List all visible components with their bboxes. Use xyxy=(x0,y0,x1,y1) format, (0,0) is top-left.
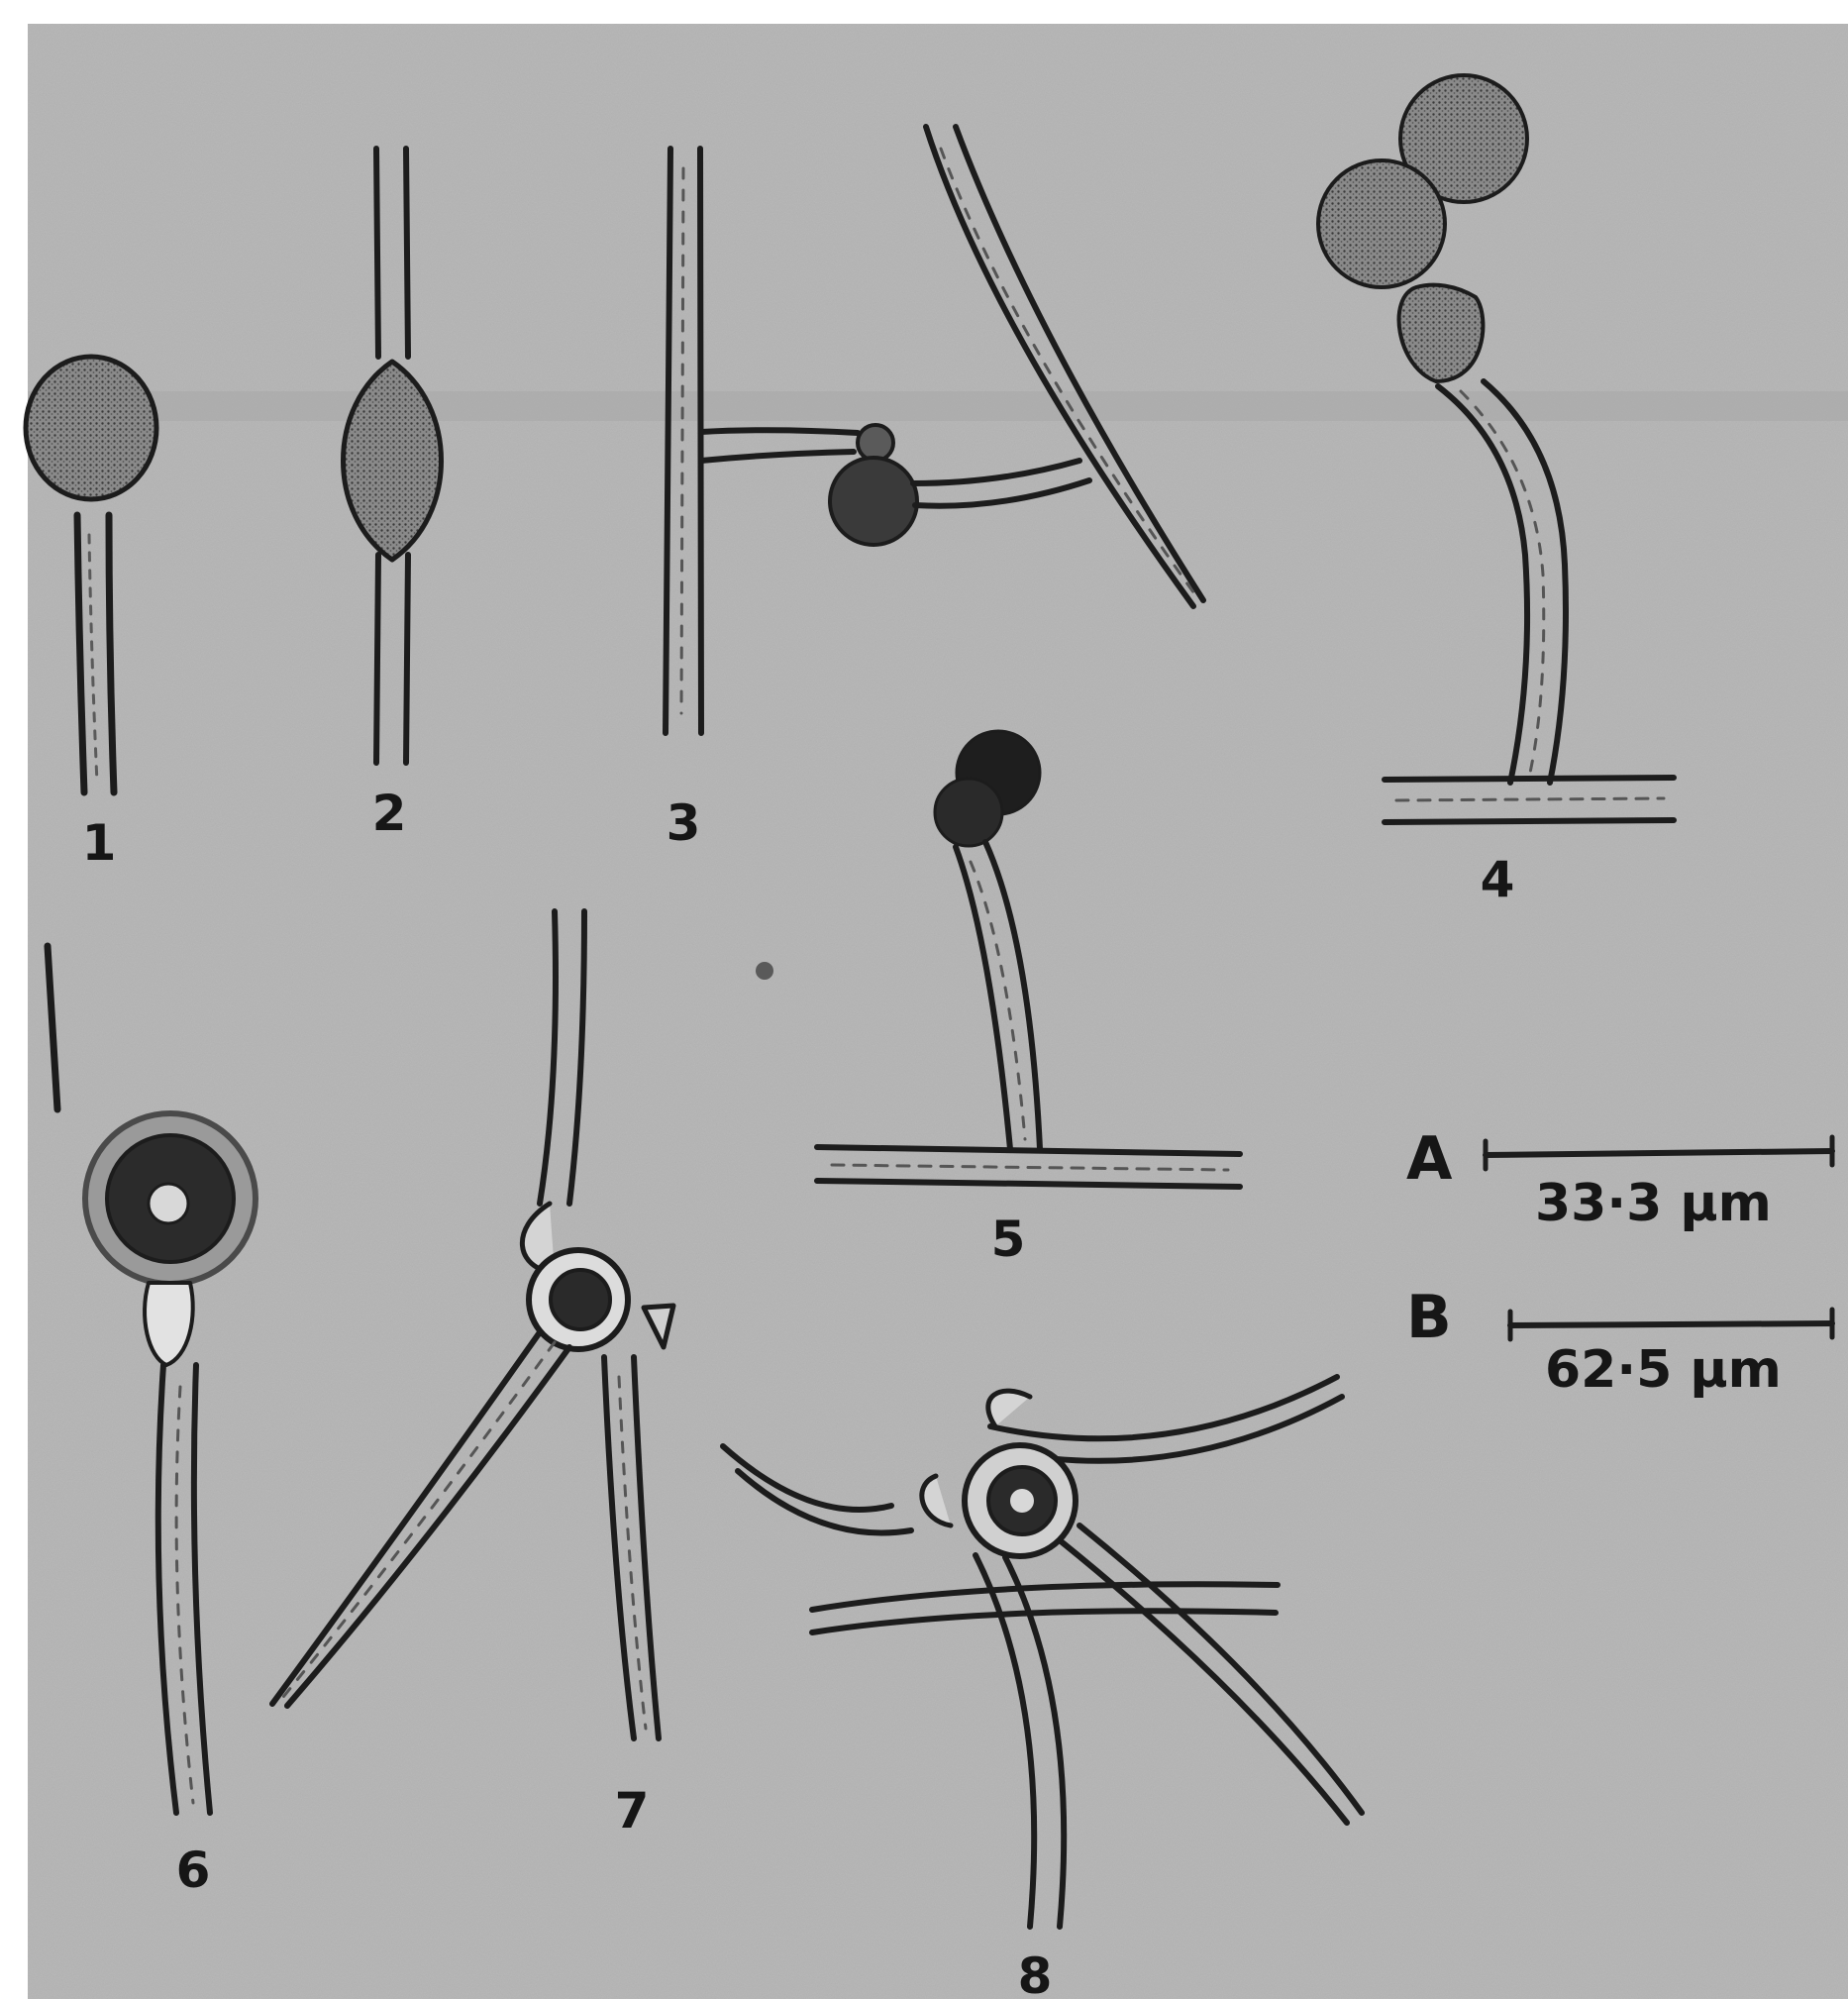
fig-3-label: 3 xyxy=(667,794,701,852)
fig-6-label: 6 xyxy=(176,1841,211,1899)
scale-bar-b-letter: B xyxy=(1406,1283,1452,1352)
scale-bar-a-text: 33·3 μm xyxy=(1535,1174,1772,1233)
stray-dot xyxy=(756,962,773,980)
scale-bar-b-text: 62·5 μm xyxy=(1545,1340,1782,1400)
fig-5-label: 5 xyxy=(991,1210,1026,1268)
fig-4-label: 4 xyxy=(1481,851,1515,908)
fig-2-label: 2 xyxy=(372,785,407,842)
plate-band xyxy=(28,391,1848,421)
plate-grain xyxy=(28,24,1848,1999)
fig-7-label: 7 xyxy=(615,1782,650,1840)
fig-8-label: 8 xyxy=(1018,1947,1053,1999)
fig-1-label: 1 xyxy=(82,814,117,872)
scale-bar-a-letter: A xyxy=(1406,1124,1453,1194)
